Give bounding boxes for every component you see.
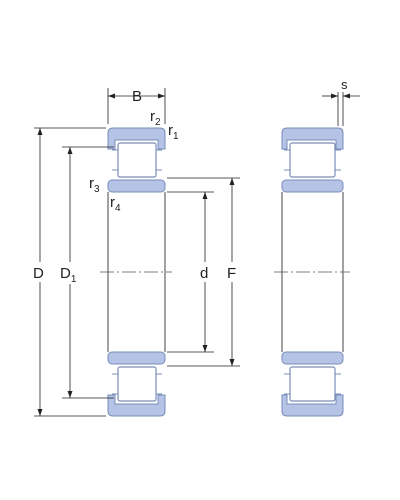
side-outer-ring-bottom (281, 394, 344, 417)
label-r4: r4 (110, 194, 121, 214)
label-r2: r2 (150, 108, 161, 128)
side-roller-bottom (289, 366, 336, 402)
outer-ring-bottom (107, 394, 166, 417)
label-s: s (341, 77, 348, 92)
label-D1: D1 (60, 265, 77, 285)
inner-ring-bottom (107, 351, 166, 365)
side-outer-ring-top (281, 127, 344, 150)
inner-ring-top (107, 179, 166, 193)
dimension-arrows (37, 93, 235, 416)
label-D: D (33, 265, 44, 282)
label-r3: r3 (89, 175, 100, 195)
side-inner-ring-top (281, 179, 344, 193)
side-inner-ring-bottom (281, 351, 344, 365)
side-view: s (274, 77, 360, 417)
roller-bottom (117, 366, 157, 402)
label-r1: r1 (168, 122, 179, 142)
label-B: B (132, 88, 142, 105)
label-d: d (200, 265, 208, 282)
roller-top (117, 142, 157, 178)
cross-section-view (100, 127, 172, 417)
label-F: F (227, 265, 236, 282)
outer-ring-top (107, 127, 166, 150)
side-roller-top (289, 142, 336, 178)
